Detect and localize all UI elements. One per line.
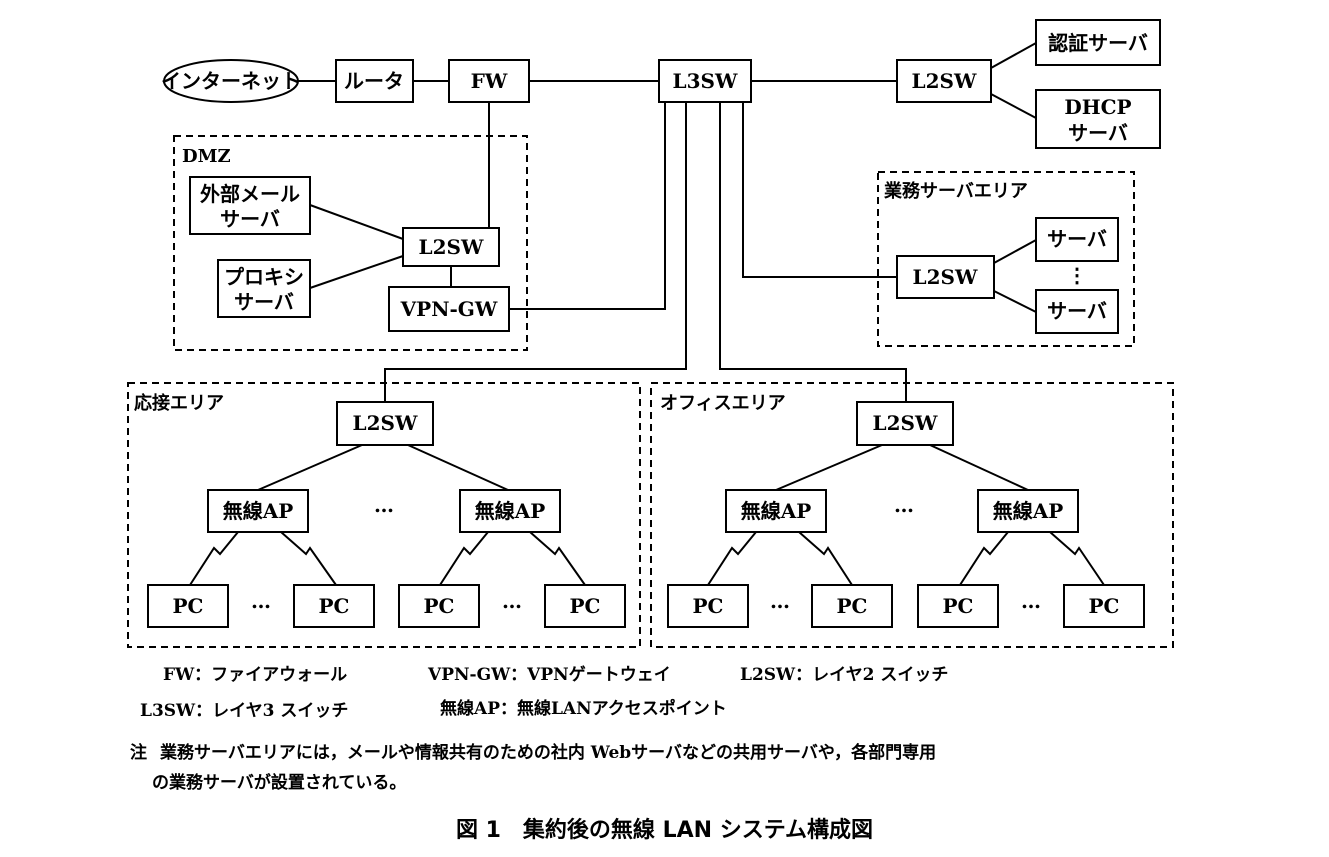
l2sw-reception-box [336, 401, 434, 446]
biz-server-box-2 [1035, 289, 1119, 334]
biz-server-box-1 [1035, 217, 1119, 262]
proxy-label-line2: サーバ [234, 290, 294, 314]
pc-label-8: PC [1089, 594, 1120, 618]
dhcp-label-line1: DHCP [1064, 95, 1131, 119]
pc-label-3: PC [424, 594, 455, 618]
zone-dmz [173, 135, 528, 351]
vpn-gw-box [388, 286, 510, 332]
vpn-gw-label: VPN-GW [400, 297, 498, 321]
l3sw-label: L3SW [673, 69, 738, 93]
biz-server-label-2: サーバ [1047, 299, 1107, 323]
pc-box-8 [1063, 584, 1145, 628]
ap-box-3 [725, 489, 827, 533]
legend-ap: 無線AP：無線LANアクセスポイント [440, 699, 727, 719]
zone-biz-area [877, 171, 1135, 347]
legend-fw: FW：ファイアウォール [163, 665, 348, 685]
ap-box-1 [207, 489, 309, 533]
pc-ellipsis-1: … [251, 589, 271, 613]
legend-l3sw: L3SW：レイヤ3 スイッチ [140, 701, 349, 721]
note-marker: 注 [130, 743, 147, 763]
ext-mail-label-line1: 外部メール [200, 182, 300, 206]
legend-vpn-gw: VPN-GW：VPNゲートウェイ [428, 665, 671, 685]
ext-mail-server-box [189, 176, 311, 235]
l2sw-biz-box [896, 255, 995, 299]
auth-server-box [1035, 19, 1161, 66]
fw-label: FW [471, 69, 508, 93]
internet-node [163, 59, 299, 103]
l2sw-biz-label: L2SW [913, 265, 978, 289]
biz-vertical-ellipsis: ⋮ [1067, 263, 1087, 287]
router-box [335, 59, 414, 103]
dhcp-label-line2: サーバ [1068, 121, 1128, 145]
office-area-zone-label: オフィスエリア [660, 393, 786, 414]
figure-caption: 図 1 集約後の無線 LAN システム構成図 [455, 818, 874, 843]
l2sw-top-label: L2SW [912, 69, 977, 93]
pc-ellipsis-3: … [770, 589, 790, 613]
dmz-zone-label: DMZ [182, 146, 231, 167]
pc-ellipsis-4: … [1021, 589, 1041, 613]
biz-area-zone-label: 業務サーバエリア [883, 180, 1028, 202]
pc-label-7: PC [943, 594, 974, 618]
note-line1: 業務サーバエリアには，メールや情報共有のための社内 Webサーバなどの共用サーバ… [160, 743, 937, 763]
l2sw-reception-label: L2SW [353, 411, 418, 435]
dhcp-server-box [1035, 89, 1161, 149]
ap-box-2 [459, 489, 561, 533]
ap-label-1: 無線AP [223, 499, 294, 523]
pc-box-6 [811, 584, 893, 628]
pc-box-5 [667, 584, 749, 628]
internet-label: インターネット [161, 69, 301, 93]
ap-label-3: 無線AP [741, 499, 812, 523]
proxy-label-line1: プロキシ [224, 265, 304, 289]
proxy-server-box [217, 259, 311, 318]
pc-label-1: PC [173, 594, 204, 618]
auth-server-label: 認証サーバ [1048, 31, 1148, 55]
reception-area-zone-label: 応接エリア [134, 392, 224, 414]
zone-office-area [650, 382, 1174, 648]
pc-box-4 [544, 584, 626, 628]
pc-box-3 [398, 584, 480, 628]
ext-mail-label-line2: サーバ [220, 207, 280, 231]
ap-label-4: 無線AP [993, 499, 1064, 523]
fw-box [448, 59, 530, 103]
note-line2: の業務サーバが設置されている。 [152, 773, 407, 793]
l2sw-dmz-label: L2SW [419, 235, 484, 259]
legend-l2sw: L2SW：レイヤ2 スイッチ [740, 665, 949, 685]
biz-server-label-1: サーバ [1047, 227, 1107, 251]
l2sw-dmz-box [402, 227, 500, 267]
pc-label-6: PC [837, 594, 868, 618]
ap-box-4 [977, 489, 1079, 533]
pc-ellipsis-2: … [502, 589, 522, 613]
pc-box-2 [293, 584, 375, 628]
router-label: ルータ [344, 69, 404, 93]
ap-ellipsis-reception: … [374, 493, 394, 517]
l2sw-office-box [856, 401, 954, 446]
l3sw-box [658, 59, 752, 103]
ap-label-2: 無線AP [475, 499, 546, 523]
pc-label-4: PC [570, 594, 601, 618]
l2sw-office-label: L2SW [873, 411, 938, 435]
pc-box-7 [917, 584, 999, 628]
pc-label-2: PC [319, 594, 350, 618]
ap-ellipsis-office: … [894, 493, 914, 517]
l2sw-top-box [896, 59, 992, 103]
pc-box-1 [147, 584, 229, 628]
pc-label-5: PC [693, 594, 724, 618]
